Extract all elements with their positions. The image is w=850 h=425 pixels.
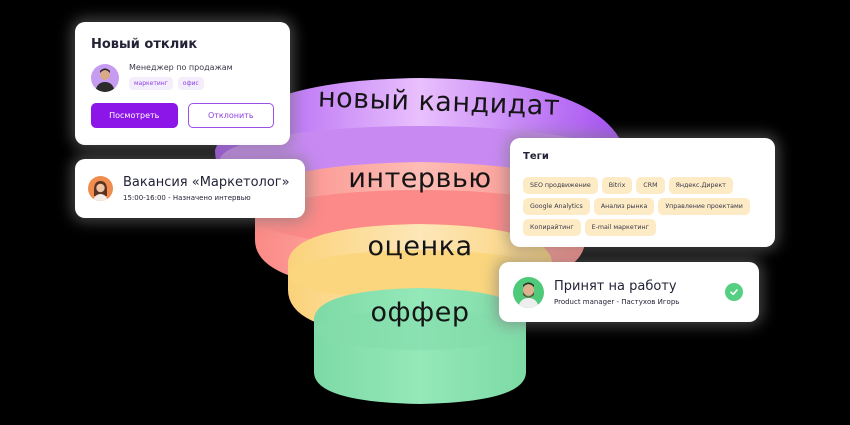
candidate-avatar [91, 64, 119, 92]
interviewer-avatar [88, 176, 113, 201]
vacancy-card: Вакансия «Маркетолог» 15:00-16:00 - Назн… [75, 159, 305, 218]
tag[interactable]: CRM [636, 177, 665, 194]
card-title: Новый отклик [91, 37, 198, 52]
hired-subtitle: Product manager - Пастухов Игорь [554, 297, 680, 306]
view-button[interactable]: Посмотреть [91, 103, 178, 128]
hired-card: Принят на работу Product manager - Пасту… [499, 262, 759, 322]
hired-title: Принят на работу [554, 278, 677, 294]
tag[interactable]: Управление проектами [658, 198, 750, 215]
tag[interactable]: E-mail маркетинг [584, 219, 656, 236]
tag[interactable]: SEO продвижение [523, 177, 598, 194]
tag[interactable]: Bitrix [601, 177, 633, 194]
tag[interactable]: Google Analytics [523, 198, 590, 215]
vacancy-title: Вакансия «Маркетолог» [123, 175, 290, 190]
reject-button[interactable]: Отклонить [187, 103, 274, 128]
funnel-stage-assessment: оценка [367, 231, 473, 262]
tags-title: Теги [523, 151, 549, 162]
tag-list: SEO продвижение Bitrix CRM Яндекс.Директ… [523, 177, 768, 236]
chip-marketing: маркетинг [129, 77, 173, 90]
tag[interactable]: Анализ рынка [593, 198, 655, 215]
hired-avatar [513, 276, 544, 308]
new-response-card: Новый отклик Менеджер по продажам маркет… [75, 22, 290, 145]
tag[interactable]: Копирайтинг [523, 219, 581, 236]
funnel-stage-interview: интервью [348, 163, 492, 194]
vacancy-subtitle: 15:00-16:00 - Назначено интервью [123, 194, 251, 202]
chip-office: офис [177, 77, 204, 90]
candidate-role: Менеджер по продажам [129, 63, 233, 72]
tag[interactable]: Яндекс.Директ [668, 177, 733, 194]
check-icon [725, 283, 743, 301]
tags-card: Теги SEO продвижение Bitrix CRM Яндекс.Д… [510, 138, 775, 247]
funnel-stage-offer: оффер [370, 297, 470, 328]
